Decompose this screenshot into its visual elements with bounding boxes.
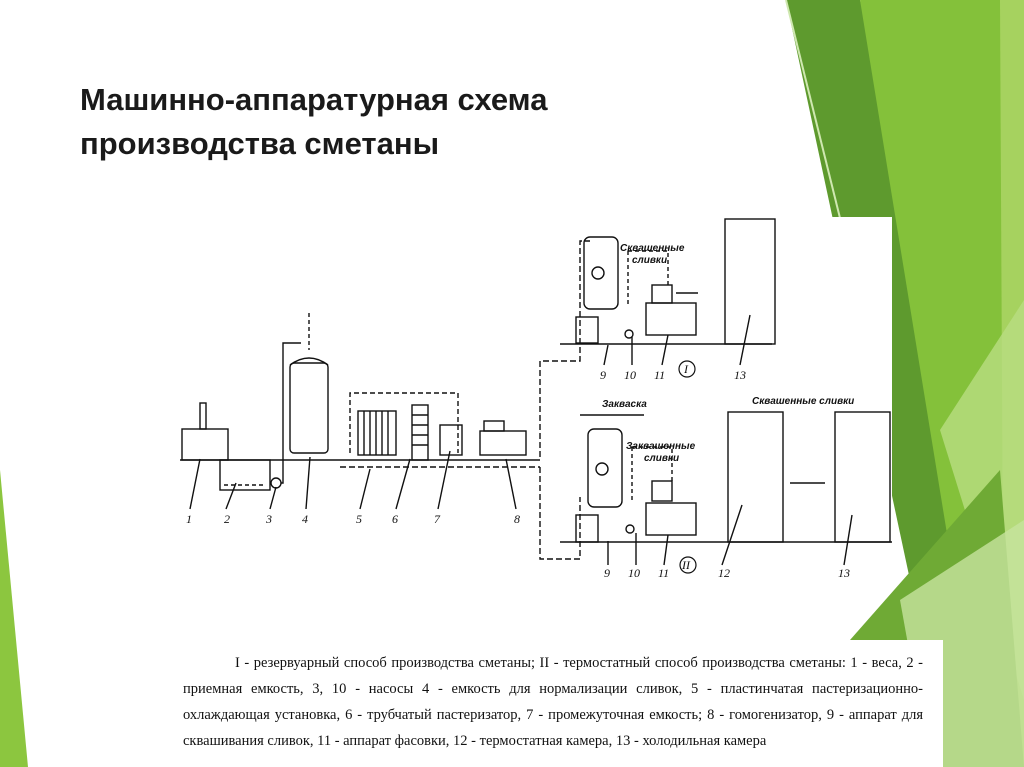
pump-10-II bbox=[625, 524, 635, 534]
label-zakvashennye-line1: Заквашенные bbox=[626, 441, 696, 452]
num-8: 8 bbox=[514, 512, 520, 526]
label-zakvaska: Закваска bbox=[602, 399, 647, 410]
filling-machine-II-head bbox=[651, 480, 673, 502]
title-line-2: производства сметаны bbox=[80, 126, 440, 161]
num-10-II: 10 bbox=[628, 566, 640, 577]
num-2: 2 bbox=[224, 512, 230, 526]
num-11-II: 11 bbox=[658, 566, 669, 577]
num-13-I: 13 bbox=[734, 368, 746, 382]
receiving-tank-shape bbox=[219, 459, 271, 491]
pipe-to-tank-4 bbox=[281, 342, 301, 484]
plate-pasteurizer-plates bbox=[363, 411, 389, 455]
tubular-pasteurizer-shape bbox=[411, 404, 429, 461]
num-1: 1 bbox=[186, 512, 192, 526]
green-shard-left bbox=[0, 470, 28, 767]
slide-title: Машинно-аппаратурная схема производства … bbox=[80, 78, 720, 166]
num-11-I: 11 bbox=[654, 368, 665, 382]
mark-II: II bbox=[681, 558, 691, 572]
normalization-tank-shape bbox=[289, 362, 329, 454]
label-skvashennye-top-line2: сливки bbox=[632, 255, 667, 266]
mark-I: I bbox=[683, 362, 689, 376]
num-13-II: 13 bbox=[838, 566, 850, 577]
equipment-diagram-svg: I II Сквашенные сливки Закваска Заквашен… bbox=[180, 218, 892, 577]
filling-machine-I-head bbox=[651, 284, 673, 304]
fermenter-I-shape bbox=[583, 236, 619, 310]
thermostat-chamber bbox=[727, 411, 784, 543]
plate-pasteurizer-shape bbox=[357, 410, 397, 456]
label-skvashennye-bottom: Сквашенные сливки bbox=[752, 396, 854, 407]
fermenter-II-shape bbox=[587, 428, 623, 508]
scales-stand bbox=[199, 402, 207, 430]
diagram-caption: I - резервуарный способ производства сме… bbox=[183, 655, 923, 749]
pump-10-I bbox=[624, 329, 634, 339]
homogenizer-shape bbox=[479, 430, 527, 456]
diagram-numbers: 1 2 3 4 5 6 7 8 9 10 11 13 9 10 11 12 13 bbox=[186, 368, 850, 577]
num-7: 7 bbox=[434, 512, 441, 526]
section-marks: I II bbox=[678, 360, 697, 574]
label-skvashennye-top-line1: Сквашенные bbox=[620, 243, 685, 254]
num-6: 6 bbox=[392, 512, 398, 526]
pasteurizer-loop bbox=[349, 392, 459, 453]
pump-3-shape bbox=[270, 477, 282, 489]
filling-machine-I bbox=[645, 302, 697, 336]
caption-panel: I - резервуарный способ производства сме… bbox=[177, 640, 943, 767]
intermediate-tank-shape bbox=[439, 424, 463, 456]
cold-chamber-I bbox=[724, 218, 776, 345]
num-10-I: 10 bbox=[624, 368, 636, 382]
scales-shape bbox=[181, 428, 229, 461]
num-3: 3 bbox=[265, 512, 272, 526]
num-5: 5 bbox=[356, 512, 362, 526]
pipe-II-to-filler bbox=[631, 446, 673, 503]
filling-machine-II bbox=[645, 502, 697, 536]
num-12: 12 bbox=[718, 566, 730, 577]
normalization-tank-top bbox=[289, 357, 329, 366]
equipment-diagram: I II Сквашенные сливки Закваска Заквашен… bbox=[180, 217, 892, 577]
homogenizer-head bbox=[483, 420, 505, 432]
num-9-I: 9 bbox=[600, 368, 606, 382]
tubular-coils bbox=[412, 414, 428, 446]
label-zakvashennye-line2: сливки bbox=[644, 453, 679, 464]
num-4: 4 bbox=[302, 512, 308, 526]
leader-lines bbox=[189, 314, 853, 566]
pipe-to-section-II bbox=[539, 467, 581, 560]
cold-chamber-II bbox=[834, 411, 891, 543]
pipe-to-section-I bbox=[539, 240, 590, 457]
pipe-I-to-filler bbox=[627, 250, 669, 305]
pump-II-shape bbox=[575, 514, 599, 543]
fermenter-I-window bbox=[591, 266, 605, 280]
pump-I-shape bbox=[575, 316, 599, 344]
fermenter-II-window bbox=[595, 462, 609, 476]
title-line-1: Машинно-аппаратурная схема bbox=[80, 82, 548, 117]
num-9-II: 9 bbox=[604, 566, 610, 577]
